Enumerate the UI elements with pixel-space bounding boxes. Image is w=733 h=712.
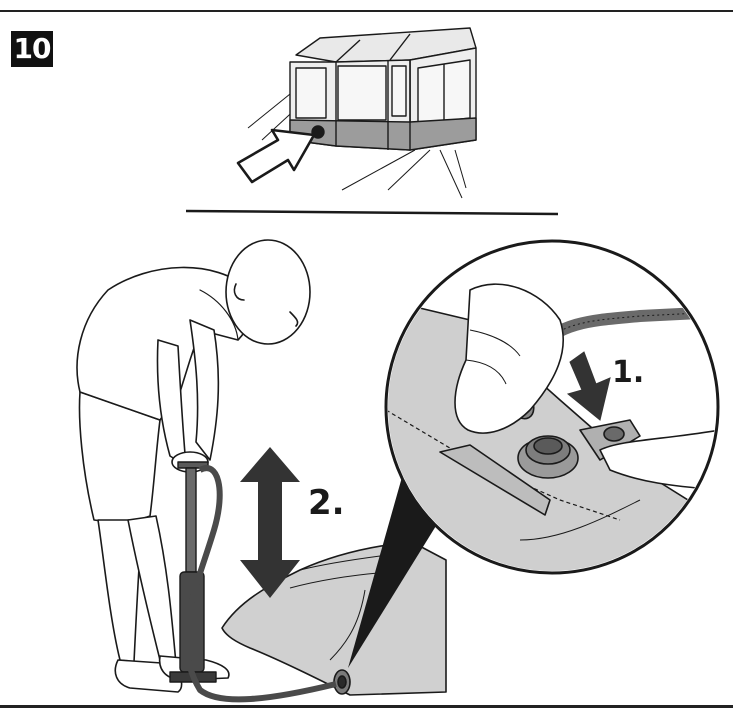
hand-pump <box>169 461 337 703</box>
awning-illustration <box>247 27 477 199</box>
step-label-1: 1. <box>612 355 645 390</box>
double-arrow-icon <box>240 447 300 598</box>
down-arrow-icon <box>566 351 611 421</box>
step-number-badge: 10 <box>11 31 53 67</box>
top-rule <box>0 10 733 12</box>
ground-line <box>185 209 559 216</box>
zoom-pointer <box>348 470 452 668</box>
bottom-rule <box>0 705 733 708</box>
step-label-2: 2. <box>308 483 345 523</box>
outline-arrow-icon <box>236 128 316 184</box>
person-illustration <box>76 239 311 693</box>
zoom-detail <box>384 239 720 575</box>
